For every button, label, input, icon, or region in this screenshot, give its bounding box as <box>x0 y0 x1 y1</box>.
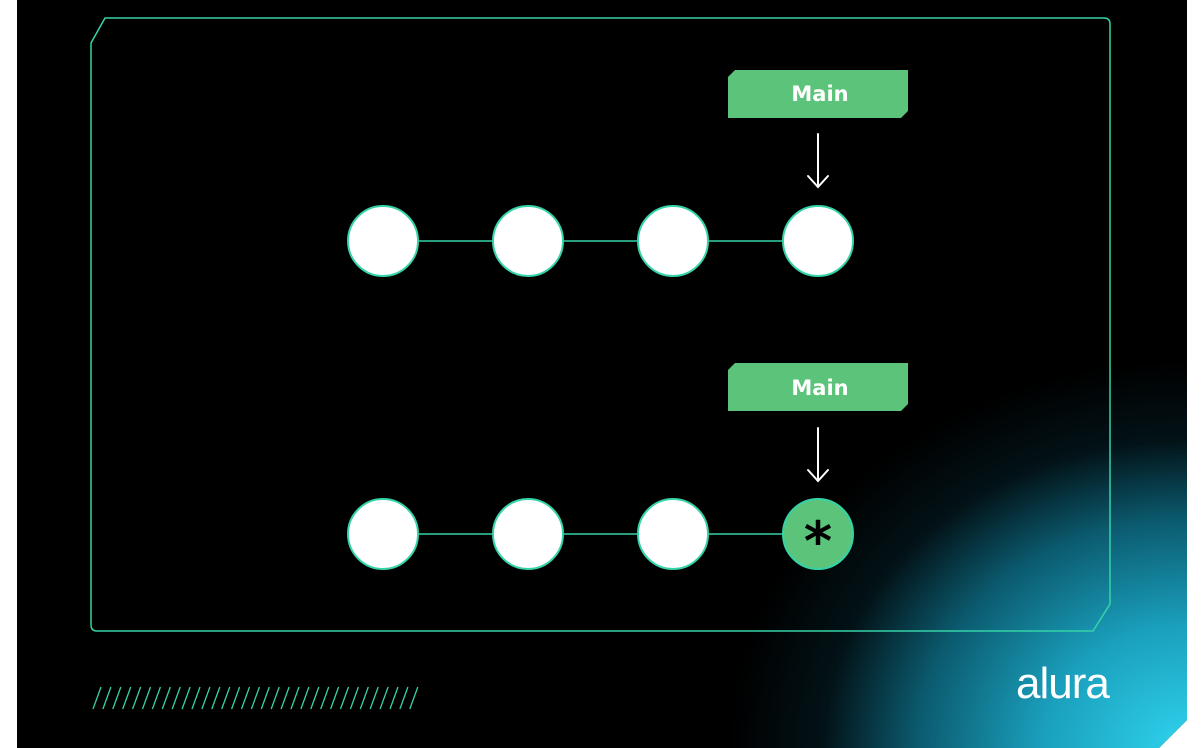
hatch-line <box>389 686 399 710</box>
hatch-decoration <box>92 686 419 710</box>
hatch-line <box>409 686 419 710</box>
hatch-line <box>122 686 132 710</box>
commit-node <box>637 498 709 570</box>
hatch-line <box>250 686 261 710</box>
hatch-line <box>191 686 201 710</box>
hatch-line <box>161 686 171 710</box>
commit-node <box>347 498 419 570</box>
hatch-line <box>359 686 369 710</box>
hatch-line <box>151 686 162 710</box>
hatch-line <box>260 686 270 710</box>
hatch-line <box>221 686 231 710</box>
hatch-line <box>131 686 142 710</box>
hatch-line <box>112 686 122 710</box>
commit-node <box>492 205 564 277</box>
hatch-line <box>300 686 310 710</box>
hatch-line <box>141 686 152 710</box>
hatch-line <box>310 686 320 710</box>
hatch-line <box>290 686 300 710</box>
branch-label-main: Main <box>791 376 848 400</box>
hatch-line <box>339 686 350 710</box>
hatch-line <box>320 686 330 710</box>
commit-row-2: Main * <box>347 363 908 573</box>
commit-node <box>347 205 419 277</box>
branch-label-main: Main <box>791 82 848 106</box>
asterisk-icon: * <box>804 510 832 573</box>
corner-glow <box>17 0 1187 748</box>
hatch-line <box>270 686 280 710</box>
hatch-line <box>329 686 340 710</box>
hatch-line <box>102 686 112 710</box>
hatch-line <box>399 686 409 710</box>
head-arrow <box>807 427 829 483</box>
commit-node <box>782 205 854 277</box>
hatch-line <box>369 686 379 710</box>
hatch-line <box>379 686 389 710</box>
head-arrow <box>807 133 829 189</box>
frame-border <box>90 17 1111 632</box>
hatch-line <box>171 686 181 710</box>
hatch-line <box>201 686 211 710</box>
new-commit-node <box>782 498 854 570</box>
branch-label-box <box>728 70 908 118</box>
commit-row-1: Main <box>347 70 908 277</box>
slide-card <box>17 0 1187 748</box>
hatch-line <box>181 686 191 710</box>
hatch-line <box>92 686 102 710</box>
hatch-line <box>349 686 360 710</box>
commit-node <box>492 498 564 570</box>
alura-logo: alura <box>1016 659 1110 708</box>
hatch-line <box>211 686 221 710</box>
branch-label-box <box>728 363 908 411</box>
hatch-line <box>230 686 241 710</box>
commit-node <box>637 205 709 277</box>
hatch-line <box>240 686 251 710</box>
hatch-line <box>280 686 290 710</box>
